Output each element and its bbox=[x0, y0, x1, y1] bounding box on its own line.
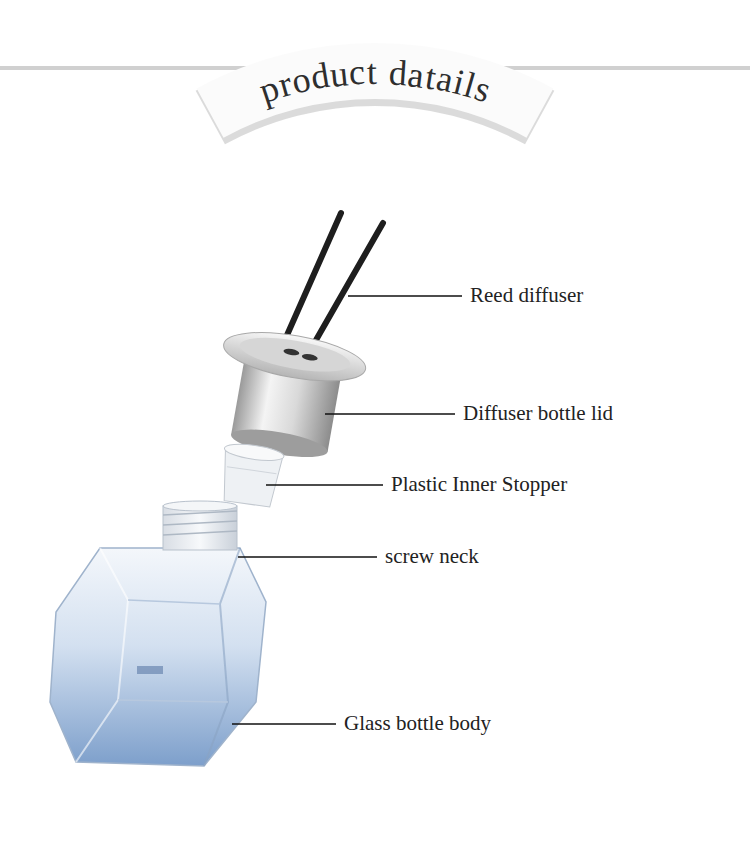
title-letter: d bbox=[388, 52, 409, 93]
bottle-lid bbox=[207, 323, 370, 466]
leader-lines bbox=[232, 296, 462, 724]
title-letter bbox=[378, 52, 388, 92]
page-title: product datails bbox=[0, 0, 750, 150]
title-letter: c bbox=[348, 52, 366, 93]
title-letter: u bbox=[328, 53, 350, 95]
title-letter: t bbox=[367, 52, 377, 92]
part-label: Diffuser bottle lid bbox=[463, 400, 613, 426]
part-label: screw neck bbox=[385, 543, 479, 569]
glass-bottle bbox=[50, 501, 266, 766]
inner-stopper bbox=[217, 441, 285, 508]
banner-band bbox=[197, 43, 554, 138]
part-label: Reed diffuser bbox=[470, 282, 583, 308]
part-label: Plastic Inner Stopper bbox=[391, 471, 567, 497]
part-label: Glass bottle body bbox=[344, 710, 491, 736]
